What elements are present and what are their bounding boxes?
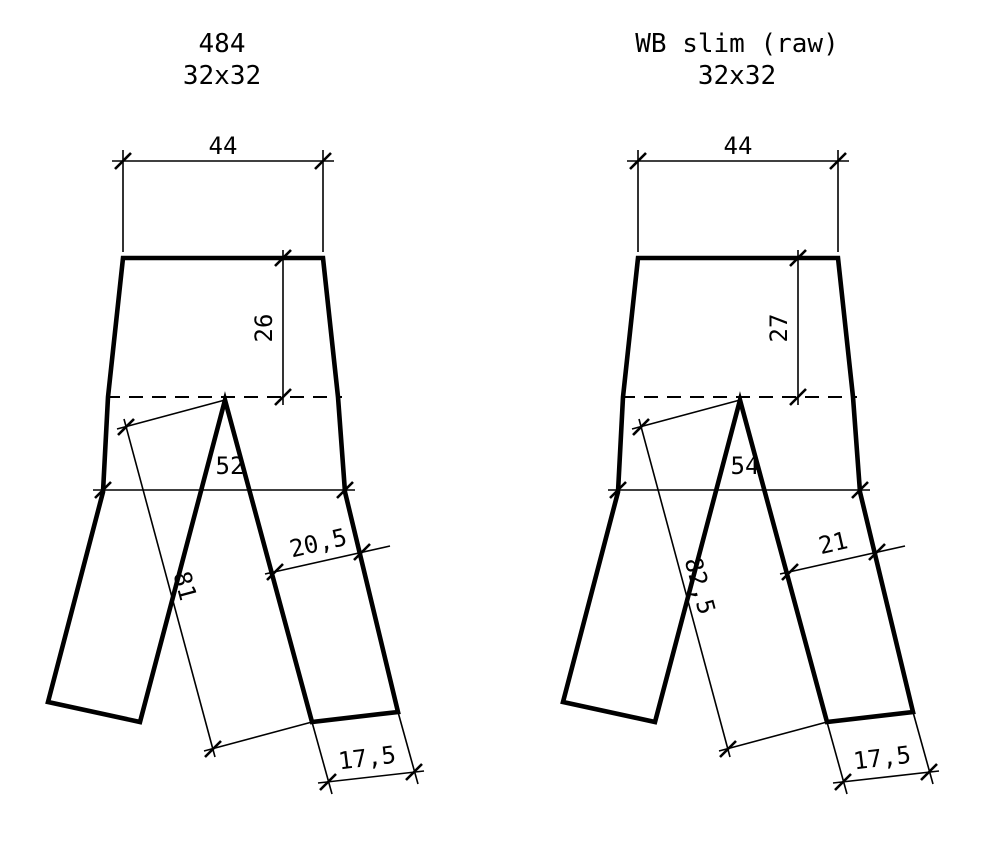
panel-484: 484 32x32 44 26 52 20,5 81 17,5 [48,29,424,794]
panel-wb-slim-raw: WB slim (raw) 32x32 44 27 54 21 82,5 17,… [563,29,939,794]
rise-dimension-value: 26 [250,314,278,343]
panel-title: 484 [199,29,246,59]
panel-size: 32x32 [183,61,261,91]
waist-dimension-value: 44 [209,132,238,160]
hip-dimension-value: 52 [216,452,245,480]
hem-dimension-value: 17,5 [852,741,913,776]
panel-title: WB slim (raw) [635,29,839,59]
hem-dimension-value: 17,5 [337,741,398,776]
knee-dimension-value: 21 [816,526,850,560]
rise-dimension-value: 27 [765,314,793,343]
waist-dimension-value: 44 [724,132,753,160]
panel-size: 32x32 [698,61,776,91]
hip-dimension-value: 54 [731,452,760,480]
